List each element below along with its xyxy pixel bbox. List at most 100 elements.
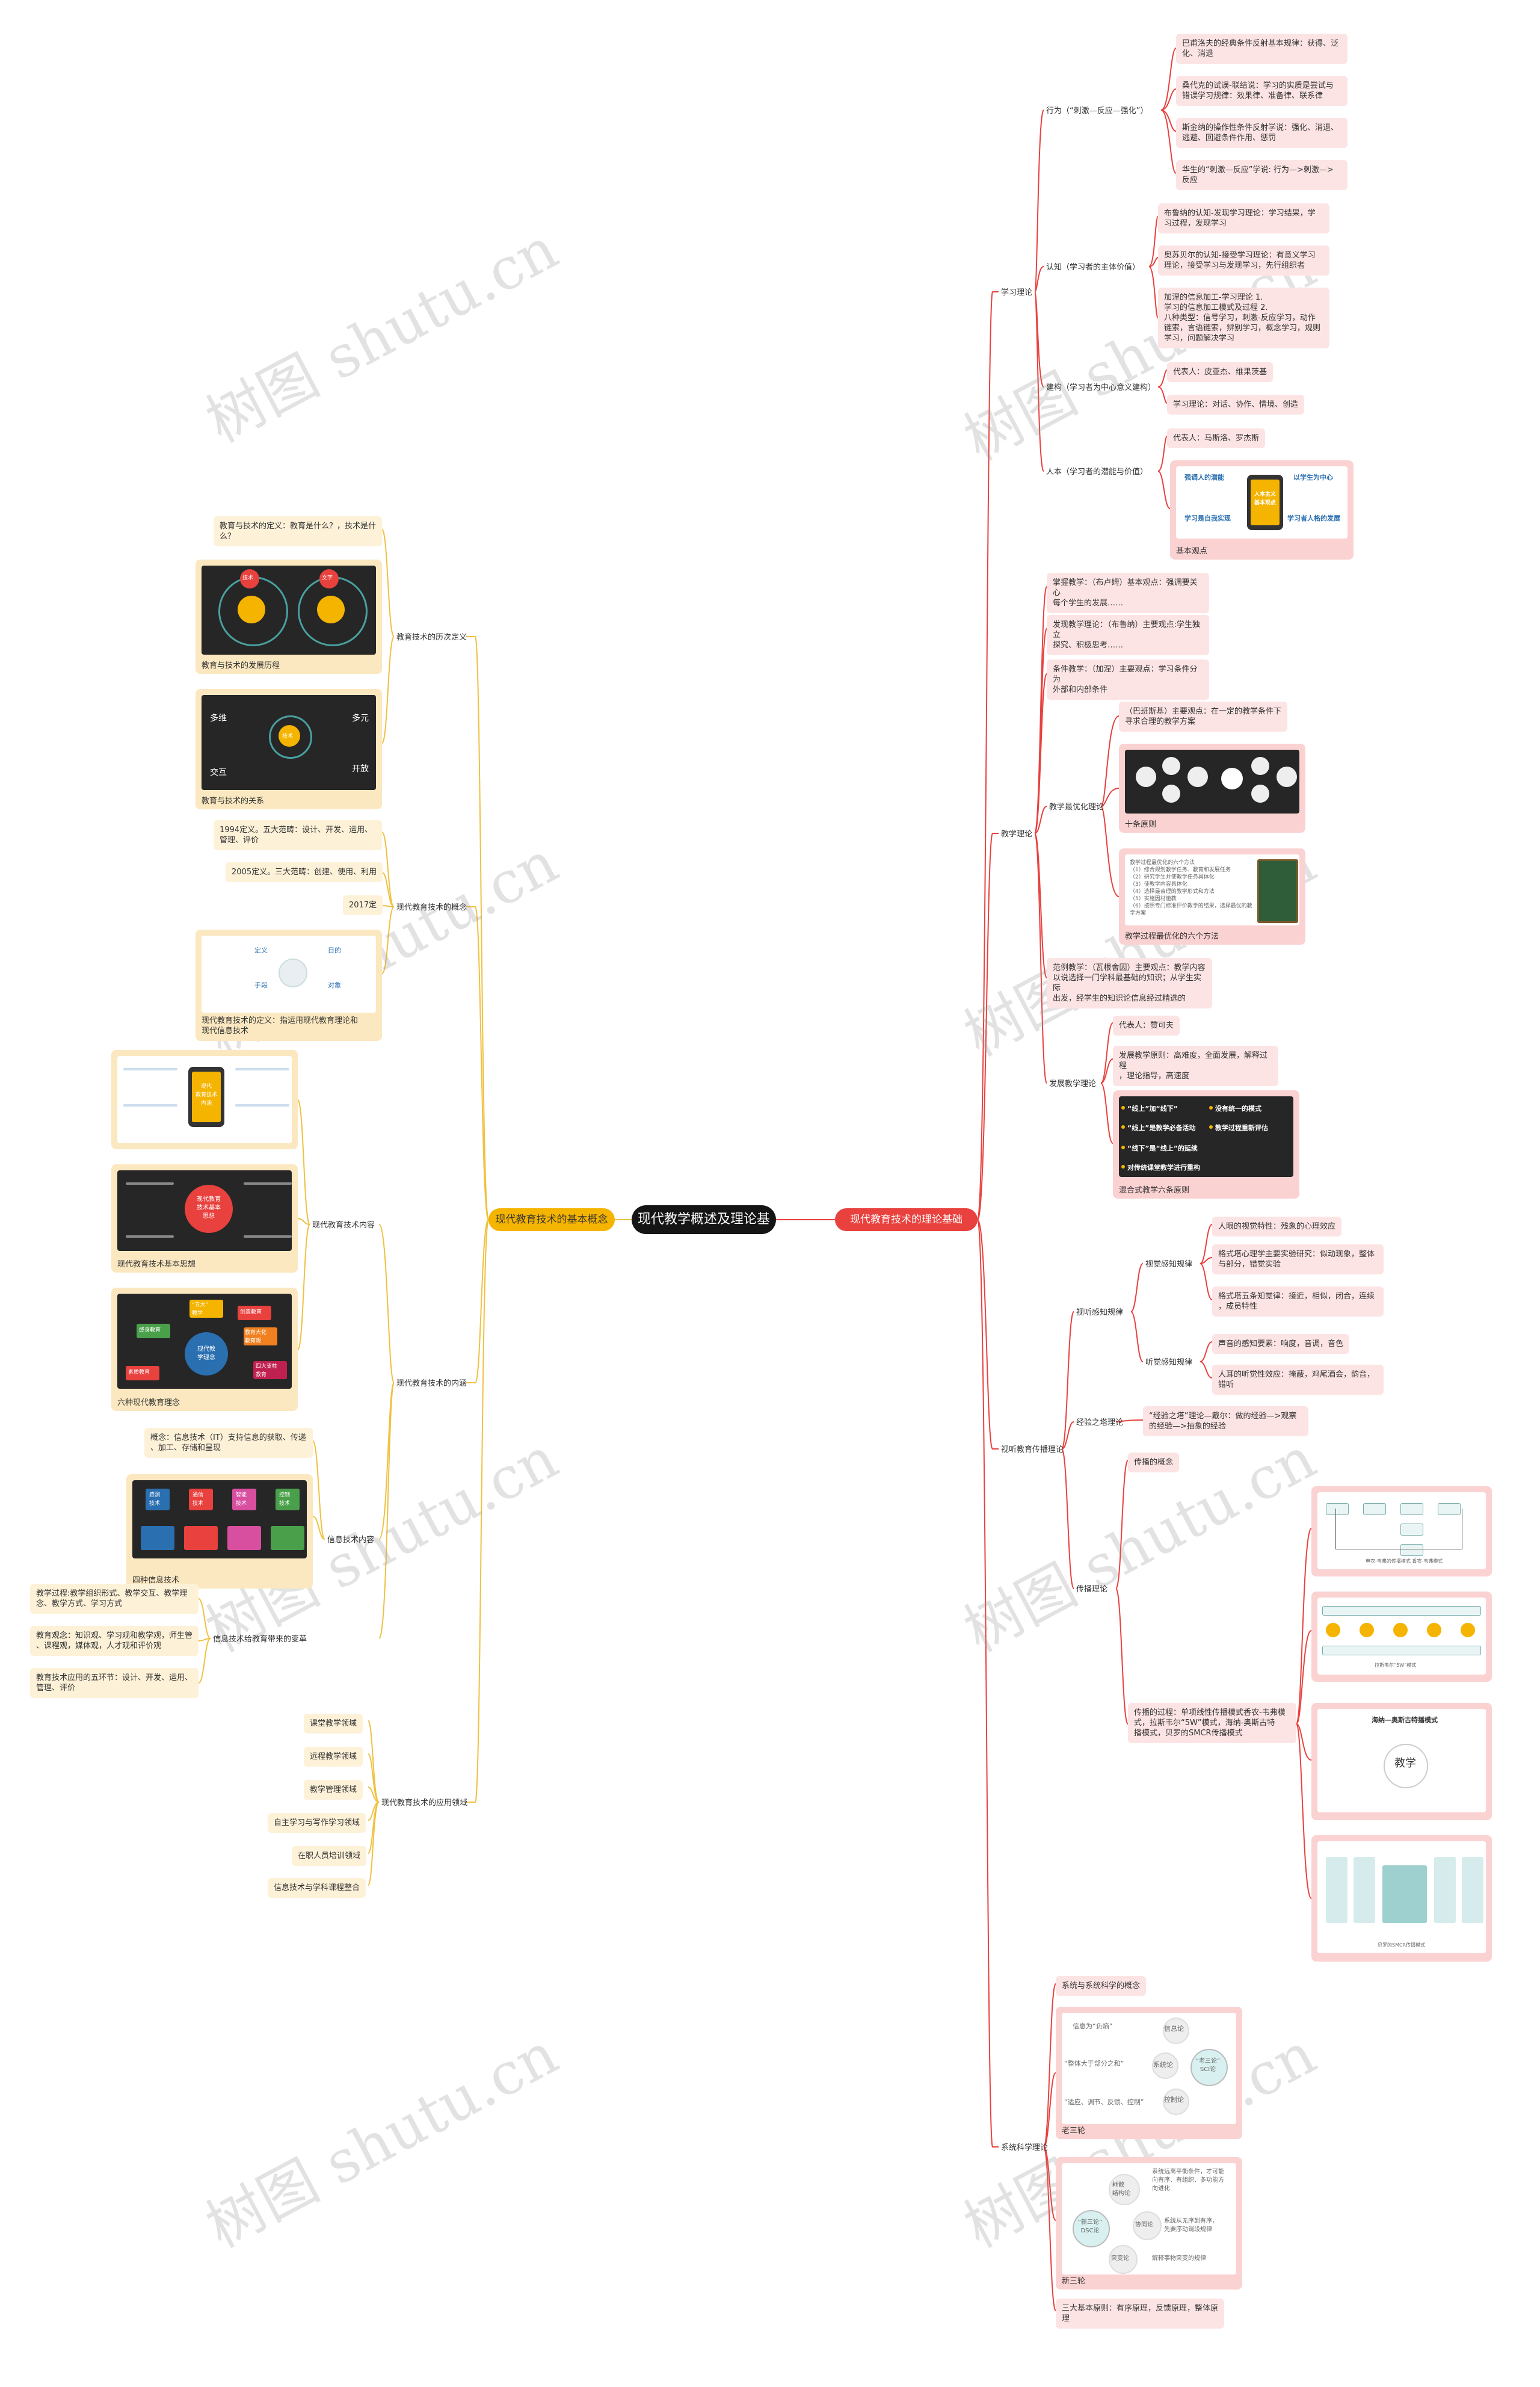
node-constructivism[interactable]: 建构（学习者为中心意义建构） [1046,383,1156,392]
old-item-1: 信息论 [1164,2025,1184,2033]
node-optimization[interactable]: 教学最优化理论 [1049,803,1104,812]
item-behavior-1[interactable]: 巴甫洛夫的经典条件反射基本规律：获得、泛 化、消退 [1176,34,1348,64]
figure-shannon-weaver: 申农-韦弗的传播模式 香农-韦弗模式 [1311,1486,1492,1576]
item-cognitive-1[interactable]: 布鲁纳的认知-发现学习理论：学习结果，学 习过程，发现学习 [1158,203,1329,233]
old-note-1: 信息为“负熵” [1073,2022,1113,2030]
root-node[interactable]: 现代教学概述及理论基础 [632,1205,776,1256]
item-app-2[interactable]: 远程教学领域 [304,1747,363,1767]
figure-edu-tech-relation: 多维 多元 交互 开放 技术 教育与技术的关系 [196,689,382,809]
item-dev-2[interactable]: 发展教学原则：高难度，全面发展，解释过程 ，理论指导，高速度 [1113,1046,1278,1086]
new-note-3: 解释事物突变的规律 [1152,2255,1206,2262]
node-teaching-theory[interactable]: 教学理论 [1001,830,1033,839]
node-development[interactable]: 发展教学理论 [1049,1079,1097,1089]
six-center: 现代教 学理念 [197,1346,215,1361]
item-construct-2[interactable]: 学习理论：对话、协作、情境、创造 [1167,395,1305,415]
node-history-definitions[interactable]: 教育技术的历次定义 [396,633,467,642]
node-communication-theory[interactable]: 传播理论 [1076,1585,1108,1594]
item-cone[interactable]: “经验之塔”理论—戴尔：做的经验—>观察 的经验—>抽象的经验 [1143,1406,1308,1436]
node-modern-concept[interactable]: 现代教育技术的概念 [396,903,467,912]
node-av-communication[interactable]: 视听教育传播理论 [1001,1445,1064,1454]
node-systems-science[interactable]: 系统科学理论 [1001,2143,1049,2152]
figure-content-connotation: 现代 教育技术 内涵 [111,1050,298,1149]
branch-theory-foundation[interactable]: 现代教育技术的理论基础 [835,1208,978,1231]
item-change-3[interactable]: 教育技术应用的五环节：设计、开发、运用、 管理、评价 [30,1668,199,1698]
node-cognitivism[interactable]: 认知（学习者的主体价值） [1046,263,1141,272]
osgood-title: 海纳—奥斯古特播模式 [1372,1716,1438,1724]
item-aud-2[interactable]: 人耳的听觉性效应：掩蔽，鸡尾酒会，韵音， 错听 [1212,1365,1384,1395]
item-conditions[interactable]: 条件教学：（加涅）主要观点：学习条件分为 外部和内部条件 [1047,659,1209,700]
item-change-1[interactable]: 教学过程:教学组织形式、教学交互、教学理 念、教学方式、学习方式 [30,1584,199,1614]
node-applications[interactable]: 现代教育技术的应用领域 [381,1799,468,1808]
it-item-3: 智能 技术 [236,1492,247,1507]
blend-4: 教学过程重新评估 [1215,1124,1268,1132]
item-behavior-2[interactable]: 桑代克的试误-联结说：学习的实质是尝试与 错误学习规律：效果律、准备律、联系律 [1176,76,1348,106]
item-edu-tech-question[interactable]: 教育与技术的定义：教育是什么？，技术是什 么？ [214,516,382,546]
def-word-1: 定义 [254,946,268,954]
item-behavior-4[interactable]: 华生的“刺激—反应”学说: 行为—>刺激—> 反应 [1176,160,1348,190]
new-item-3: 突变论 [1111,2255,1129,2262]
item-cognitive-3[interactable]: 加涅的信息加工-学习理论 1. 学习的信息加工模式及过程 2. 八种类型：信号学… [1158,288,1329,348]
branch-basic-concepts[interactable]: 现代教育技术的基本概念 [488,1208,615,1231]
node-it-content[interactable]: 信息技术内容 [327,1536,375,1545]
item-def-2017[interactable]: 2017定 [343,895,383,915]
item-discovery[interactable]: 发现教学理论：（布鲁纳）主要观点:学生独立 探究、积极思考…… [1047,615,1209,655]
figure-ten-principles: 十条原则 [1119,744,1305,833]
node-learning-theory[interactable]: 学习理论 [1001,288,1033,297]
caption-six-methods: 教学过程最优化的六个方法 [1125,932,1219,941]
def-word-3: 手段 [254,981,268,989]
six-methods-text: 教学过程最优化的六个方法 （1）综合规划教学任务、教育和发展任务 （2）研究学生… [1130,860,1252,916]
item-systems-concept[interactable]: 系统与系统科学的概念 [1056,1976,1147,1996]
node-visual-perception[interactable]: 视觉感知规律 [1145,1260,1193,1269]
item-app-3[interactable]: 教学管理领域 [304,1780,363,1800]
item-def-2005[interactable]: 2005定义。三大范畴：创建、使用、利用 [226,862,383,882]
blend-6: 对传统课堂教学进行重构 [1127,1164,1200,1172]
caption-modern-def: 现代教育技术的定义：指运用现代教育理论和 现代信息技术 [202,1016,359,1036]
item-three-principles[interactable]: 三大基本原则：有序原理，反馈原理，整体原 理 [1056,2299,1224,2329]
item-comm-process[interactable]: 传播的过程：单项线性传播模式香农-韦弗模 式，拉斯韦尔“5W”模式，海纳-奥斯古… [1128,1703,1296,1743]
node-content[interactable]: 现代教育技术的内涵 [396,1379,467,1388]
six-item-1: “五大” 教学 [192,1302,209,1317]
item-paradigm[interactable]: 范例教学：（瓦根舍因）主要观点：教学内容 以说选择一门学科最基础的知识；从学生实… [1047,958,1212,1008]
item-cognitive-2[interactable]: 奥苏贝尔的认知-接受学习理论：有意义学习 理论，接受学习与发现学习，先行组织者 [1158,245,1329,276]
item-mastery[interactable]: 掌握教学：（布卢姆）基本观点：强调要关心 每个学生的发展…… [1047,573,1209,613]
old-item-2: 控制论 [1164,2096,1184,2104]
rel-word-2: 多元 [352,714,369,723]
it-item-4: 控制 技术 [279,1492,291,1507]
item-app-1[interactable]: 课堂教学领域 [304,1714,363,1734]
item-optimization-1[interactable]: （巴班斯基）主要观点：在一定的教学条件下 寻求合理的教学方案 [1119,702,1287,732]
item-vis-3[interactable]: 格式塔五条知觉律：接近，相似，闭合，连续 ，成员特性 [1212,1286,1384,1317]
caption-edu-tech-relation: 教育与技术的关系 [202,797,265,806]
it-item-1: 感测 技术 [149,1492,161,1507]
item-app-6[interactable]: 信息技术与学科课程整合 [268,1878,366,1898]
node-it-changes[interactable]: 信息技术给教育带来的变革 [213,1635,307,1644]
node-modern-edu-tech-content[interactable]: 现代教育技术内容 [312,1221,375,1230]
node-humanism[interactable]: 人本（学习者的潜能与价值） [1046,468,1148,477]
item-construct-1[interactable]: 代表人：皮亚杰、维果茨基 [1167,362,1274,382]
rel-word-1: 多维 [210,714,227,723]
item-app-4[interactable]: 自主学习与写作学习领域 [268,1813,366,1833]
item-vis-1[interactable]: 人眼的视觉特性：残象的心理效应 [1212,1217,1342,1237]
item-app-5[interactable]: 在职人员培训领域 [292,1846,367,1866]
node-auditory-perception[interactable]: 听觉感知规律 [1145,1358,1193,1367]
figure-six-concepts: 现代教 学理念 “五大” 教学 创造教育 终身教育 教育大化 教育观 素质教育 … [111,1288,298,1411]
item-def-1994[interactable]: 1994定义。五大范畴：设计、开发、运用、 管理、评价 [214,820,382,850]
node-cone-of-experience[interactable]: 经验之塔理论 [1076,1418,1124,1427]
connotation-center: 现代 教育技术 内涵 [195,1084,217,1107]
caption-humanism: 基本观点 [1176,547,1208,556]
item-comm-concept[interactable]: 传播的概念 [1128,1453,1180,1472]
item-vis-2[interactable]: 格式塔心理学主要实验研究：似动现象，整体 与部分，错觉实验 [1212,1244,1384,1274]
item-behavior-3[interactable]: 斯金纳的操作性条件反射学说：强化、消退、 逃避、回避条件作用、惩罚 [1176,118,1348,148]
item-change-2[interactable]: 教育观念：知识观、学习观和教学观，师生管 、课程观，媒体观，人才观和评价观 [30,1626,199,1656]
item-humanism-1[interactable]: 代表人：马斯洛、罗杰斯 [1167,428,1266,448]
figure-edu-tech-history: 技术 文字 教育与技术的发展历程 [196,560,382,674]
item-it-concept[interactable]: 概念：信息技术（IT）支持信息的获取、传递 、加工、存储和呈现 [144,1428,313,1458]
node-av-perception[interactable]: 视听感知规律 [1076,1308,1124,1317]
item-dev-1[interactable]: 代表人：赞可夫 [1113,1016,1180,1036]
blend-2: 没有统一的模式 [1215,1105,1261,1113]
def-word-4: 对象 [328,981,341,989]
phone-screen [1251,480,1280,525]
six-item-4: 素质教育 [128,1370,150,1376]
humanism-text-4: 学习者人格的发展 [1287,514,1340,522]
item-aud-1[interactable]: 声音的感知要素：响度，音调，音色 [1212,1334,1350,1354]
node-behaviorism[interactable]: 行为（“刺激—反应—强化”） [1046,107,1148,116]
